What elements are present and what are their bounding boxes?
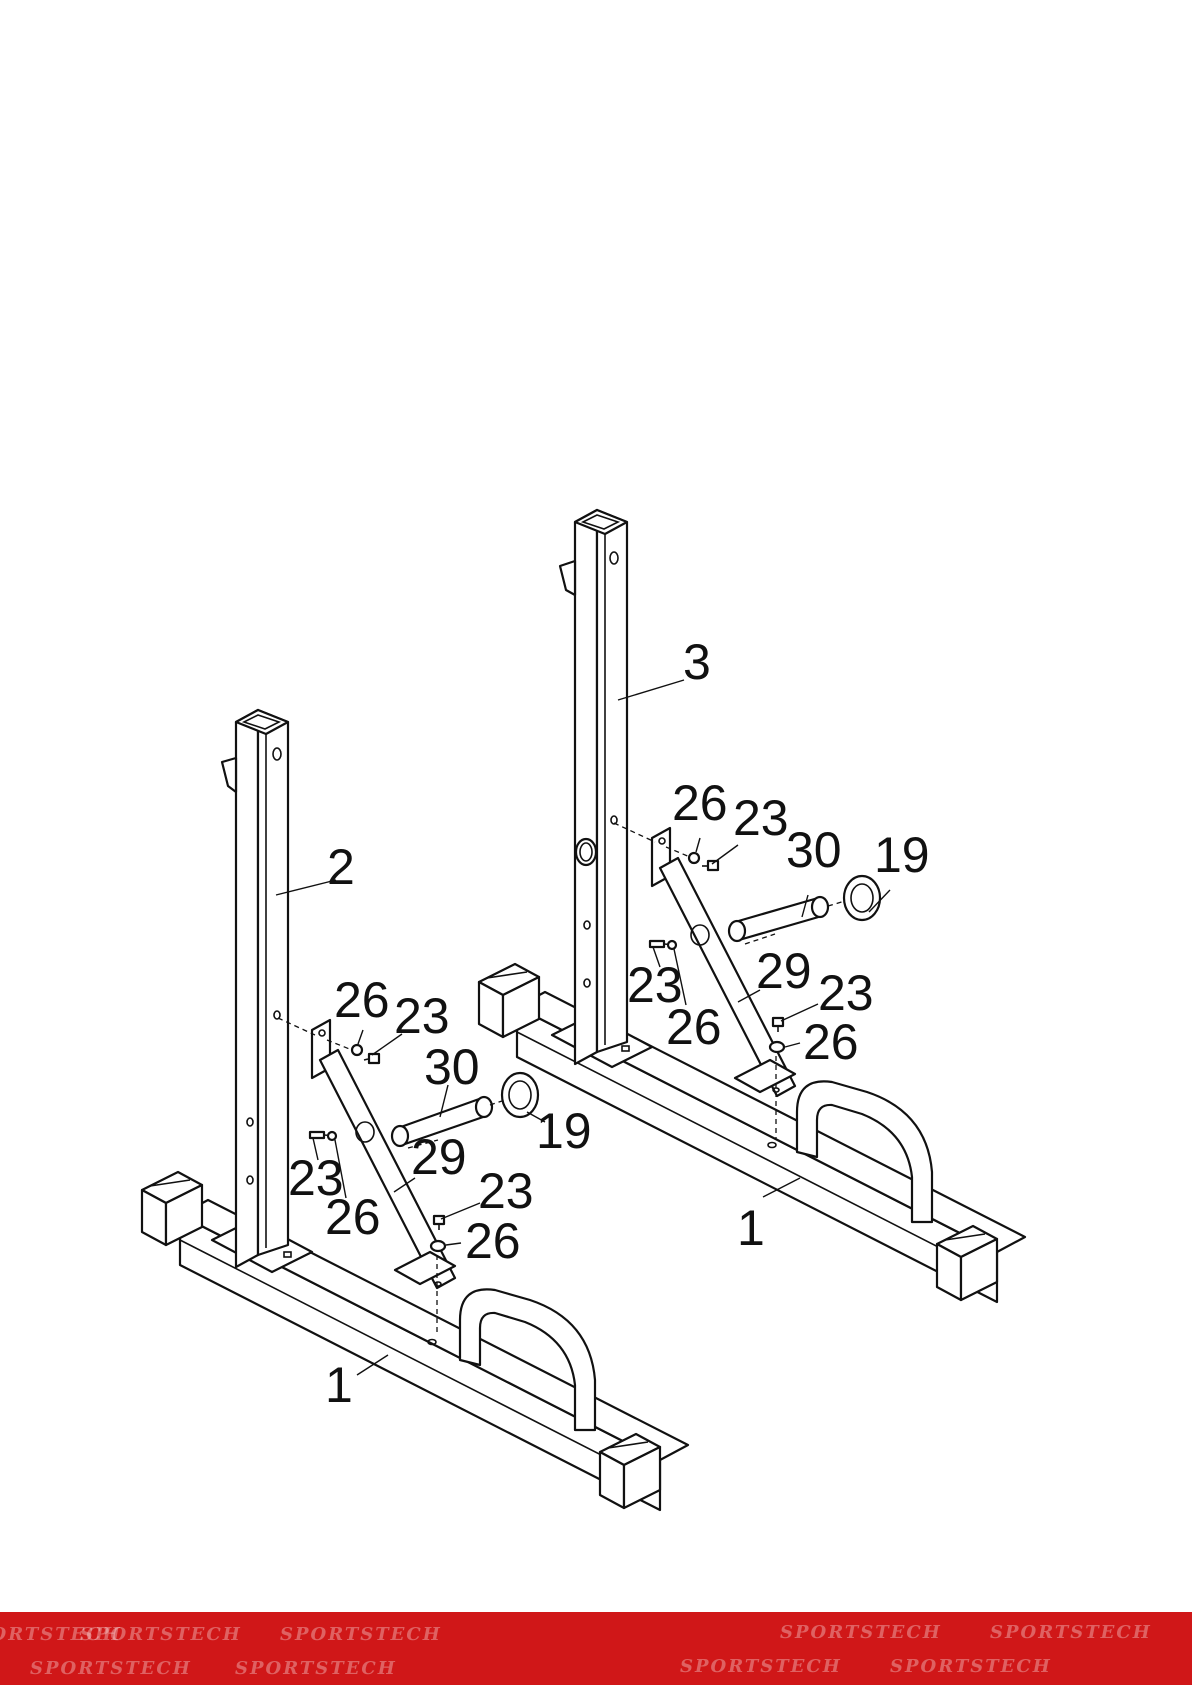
callout-left-cap: 19: [536, 1103, 592, 1159]
callout-left-brace: 29: [411, 1129, 467, 1185]
callout-right-low-washer: 26: [803, 1014, 859, 1070]
brand-watermark: SPORTSTECH: [780, 1622, 942, 1643]
callout-right-top-bolt: 23: [733, 790, 789, 846]
callout-right-mid-washer: 26: [666, 999, 722, 1055]
right-top-bolt: [702, 861, 718, 870]
callout-left-low-bolt: 23: [478, 1163, 534, 1219]
callout-right-brace: 29: [756, 943, 812, 999]
callout-right-tube: 30: [786, 822, 842, 878]
callout-left-low-washer: 26: [465, 1213, 521, 1269]
left-upright-post: [222, 710, 288, 1267]
left-end-cap: [502, 1073, 538, 1117]
right-upright-post: [560, 510, 627, 1064]
brand-watermark: SPORTSTECH: [890, 1656, 1052, 1677]
callout-left-base: 1: [325, 1357, 353, 1413]
callout-left-upright: 2: [327, 839, 355, 895]
exploded-assembly-diagram: 2 3 1 1 29 29 30 30 19 19 26 23 23 26 23…: [0, 0, 1192, 1610]
callout-left-top-washer: 26: [334, 972, 390, 1028]
brand-watermark: SPORTSTECH: [80, 1624, 242, 1645]
callout-right-cap: 19: [874, 827, 930, 883]
callout-right-base: 1: [737, 1200, 765, 1256]
callout-left-tube: 30: [424, 1039, 480, 1095]
left-top-washer: [352, 1045, 362, 1055]
brand-watermark: SPORTSTECH: [30, 1658, 192, 1679]
left-mid-washer: [328, 1132, 336, 1140]
brand-watermark: SPORTSTECH: [280, 1624, 442, 1645]
left-top-bolt: [364, 1054, 379, 1063]
brand-watermark: SPORTSTECH: [990, 1622, 1152, 1643]
brand-watermark: SPORTSTECH: [235, 1658, 397, 1679]
right-low-washer: [770, 1042, 784, 1052]
left-low-washer: [431, 1241, 445, 1251]
callout-left-top-bolt: 23: [394, 988, 450, 1044]
right-stand-assembly: [479, 510, 1025, 1302]
right-pin-tube: [729, 897, 828, 941]
callout-left-mid-washer: 26: [325, 1189, 381, 1245]
callout-right-upright: 3: [683, 634, 711, 690]
brand-footer-band: SPORTSTECH SPORTSTECH SPORTSTECH SPORTST…: [0, 1612, 1192, 1685]
right-mid-washer: [668, 941, 676, 949]
brand-watermark: SPORTSTECH: [680, 1656, 842, 1677]
callout-right-top-washer: 26: [672, 775, 728, 831]
right-top-washer: [689, 853, 699, 863]
callout-right-low-bolt: 23: [818, 965, 874, 1021]
